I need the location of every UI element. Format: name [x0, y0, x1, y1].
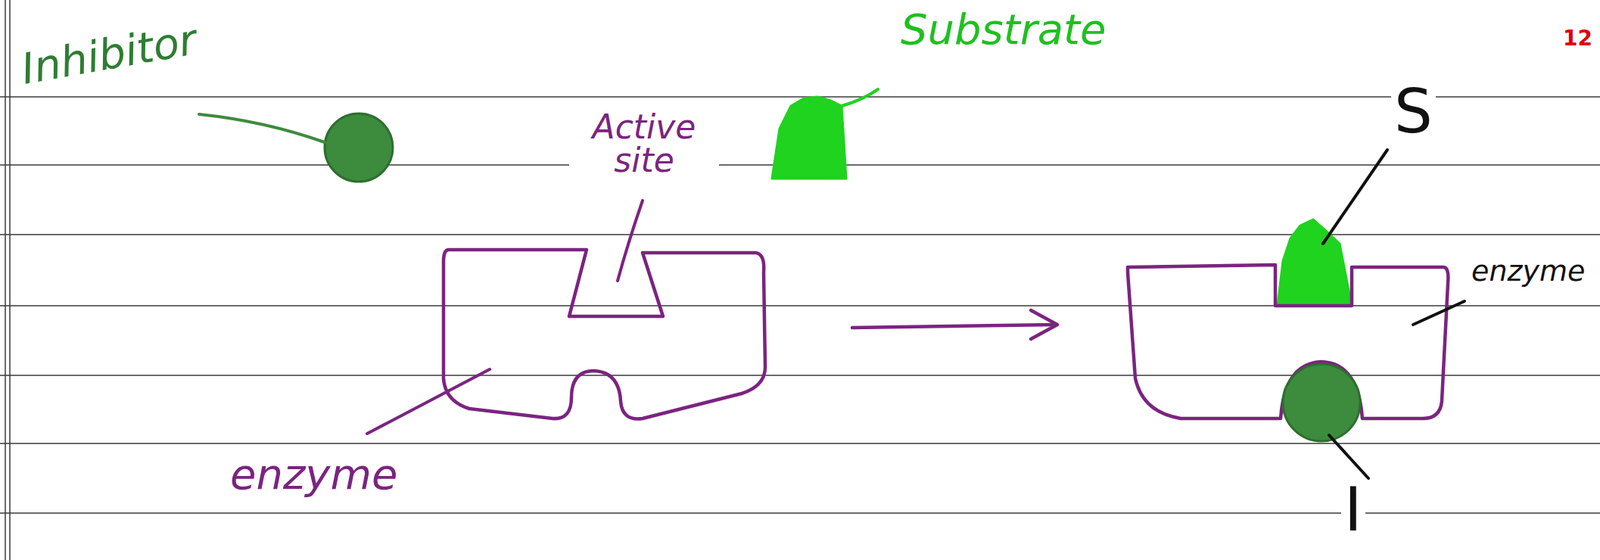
inhibitor-molecule [324, 113, 393, 182]
substrate-molecule [771, 96, 847, 179]
leader-line [617, 200, 643, 281]
leader-line [367, 369, 490, 434]
part-label: Inhibitor [15, 15, 203, 94]
part-label: enzyme [1468, 255, 1588, 288]
enzyme-outline [443, 249, 766, 420]
leader-line [841, 89, 878, 106]
part-label: S [1391, 81, 1436, 143]
bound-substrate [1277, 219, 1352, 306]
leader-lines [1322, 149, 1465, 479]
part-label: I [1341, 479, 1366, 541]
reaction-arrow [852, 310, 1058, 340]
part-label: Active site [569, 110, 720, 178]
leader-line [199, 114, 325, 143]
bound-inhibitor [1282, 364, 1361, 442]
part-label: enzyme [227, 451, 401, 499]
part-label: Substrate [897, 6, 1109, 53]
page-number: 12 [1559, 27, 1596, 51]
